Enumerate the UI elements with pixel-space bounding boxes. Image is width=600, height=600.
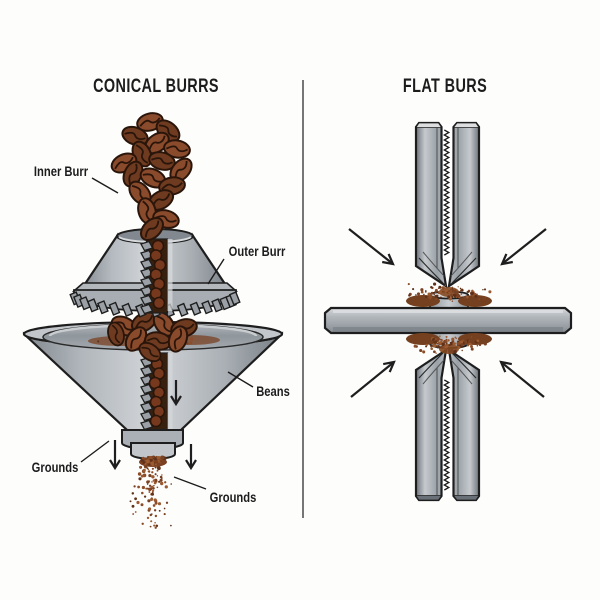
- beans-pointer-line: [227, 371, 254, 388]
- right-panel-title: FLAT BURS: [402, 76, 488, 97]
- grounds-left-pointer-line: [80, 440, 110, 463]
- burr-serration-top: [442, 129, 451, 256]
- grounds-spray-bottom: [406, 333, 492, 354]
- pressure-arrow-bottom-left: [350, 360, 396, 398]
- grounds-outlet: [121, 429, 184, 460]
- grounds-spray-top: [406, 282, 492, 307]
- outer-burr-pointer-line: [207, 258, 225, 285]
- label-grounds-left: Grounds: [31, 459, 79, 475]
- flat-burr-diagram: [323, 121, 573, 502]
- flat-burr-top-pair: [414, 121, 481, 289]
- flat-burr-bottom-right: [447, 347, 481, 502]
- flat-burr-bottom-pair: [414, 347, 481, 502]
- flow-down-arrow-left: [109, 440, 121, 471]
- pressure-arrow-top-right: [500, 228, 547, 266]
- flow-down-arrow-funnel: [170, 380, 182, 407]
- label-beans: Beans: [256, 383, 290, 399]
- left-panel-title: CONICAL BURRS: [93, 76, 219, 97]
- grounds-right-pointer-line: [173, 476, 207, 490]
- mounting-bar: [323, 306, 573, 335]
- inner-burr-channel: [140, 238, 173, 315]
- coffee-beans-pile: [107, 109, 197, 246]
- pressure-arrow-top-left: [348, 228, 395, 266]
- flow-down-arrow-right: [185, 444, 197, 471]
- flat-burr-bottom-left: [414, 347, 448, 502]
- pressure-arrow-bottom-right: [499, 360, 545, 398]
- conical-burr-diagram: [22, 109, 284, 529]
- grounds-spray-outlet: [129, 455, 172, 529]
- label-inner-burr: Inner Burr: [33, 163, 89, 179]
- pressure-arrows: [348, 228, 547, 398]
- pointer-lines: [80, 177, 254, 490]
- label-grounds-right: Grounds: [209, 489, 257, 505]
- funnel-grind-channel: [140, 352, 173, 431]
- burr-serration-bottom: [442, 379, 451, 491]
- inner-burr-pointer-line: [91, 177, 119, 194]
- label-outer-burr: Outer Burr: [228, 243, 286, 259]
